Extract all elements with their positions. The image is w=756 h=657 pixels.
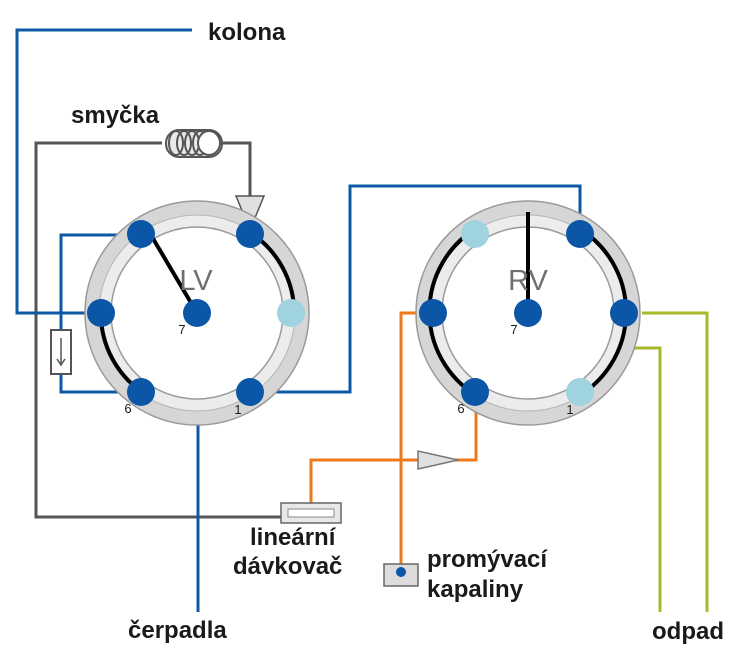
right-valve-name: RV xyxy=(508,265,548,297)
waste-label: odpad xyxy=(652,618,724,645)
dispenser-to-valve-line xyxy=(309,392,478,503)
wash-liquid-label-line2: kapaliny xyxy=(427,576,524,603)
column-label: kolona xyxy=(208,19,286,46)
left-valve-port-7-label: 7 xyxy=(178,322,185,337)
right-valve: RV 7 6 1 xyxy=(415,200,641,426)
filter-icon xyxy=(50,329,72,375)
left-valve-port-6 xyxy=(127,378,155,406)
left-valve-port-1-label: 1 xyxy=(234,402,241,417)
right-valve-port-right xyxy=(610,299,638,327)
dispenser-label-line2: dávkovač xyxy=(233,553,342,580)
right-valve-port-left xyxy=(419,299,447,327)
right-valve-port-7-label: 7 xyxy=(510,322,517,337)
valve-interconnect-line xyxy=(250,184,582,394)
left-valve-port-1 xyxy=(236,378,264,406)
column-line xyxy=(15,28,192,315)
right-valve-port-1-label: 1 xyxy=(566,402,573,417)
left-valve-name: LV xyxy=(179,265,213,297)
left-valve-port-top-left xyxy=(127,220,155,248)
left-valve: LV 7 6 1 xyxy=(84,200,310,426)
pumps-label: čerpadla xyxy=(128,617,227,644)
loop-coil-icon xyxy=(165,129,223,158)
check-valve-icon xyxy=(417,450,459,470)
left-valve-port-center xyxy=(183,299,211,327)
left-valve-port-top-right xyxy=(236,220,264,248)
loop-to-valve-line xyxy=(223,141,252,200)
left-valve-rotor-arm xyxy=(146,228,199,315)
loop-to-dispenser-line xyxy=(34,141,285,519)
left-valve-port-left xyxy=(87,299,115,327)
right-valve-port-1 xyxy=(566,378,594,406)
waste-line-1 xyxy=(642,311,709,612)
right-valve-port-6 xyxy=(461,378,489,406)
left-valve-port-right xyxy=(277,299,305,327)
right-valve-port-top-right xyxy=(566,220,594,248)
loop-label: smyčka xyxy=(71,102,160,129)
right-valve-port-6-label: 6 xyxy=(457,401,464,416)
wash-liquid-container-icon xyxy=(383,563,419,587)
right-valve-port-center xyxy=(514,299,542,327)
filter-bypass-line xyxy=(59,233,140,394)
wash-liquid-label-line1: promývací xyxy=(427,546,548,573)
dispenser-label-line1: lineární xyxy=(250,524,337,551)
right-valve-port-top-left xyxy=(461,220,489,248)
left-valve-port-6-label: 6 xyxy=(124,401,131,416)
